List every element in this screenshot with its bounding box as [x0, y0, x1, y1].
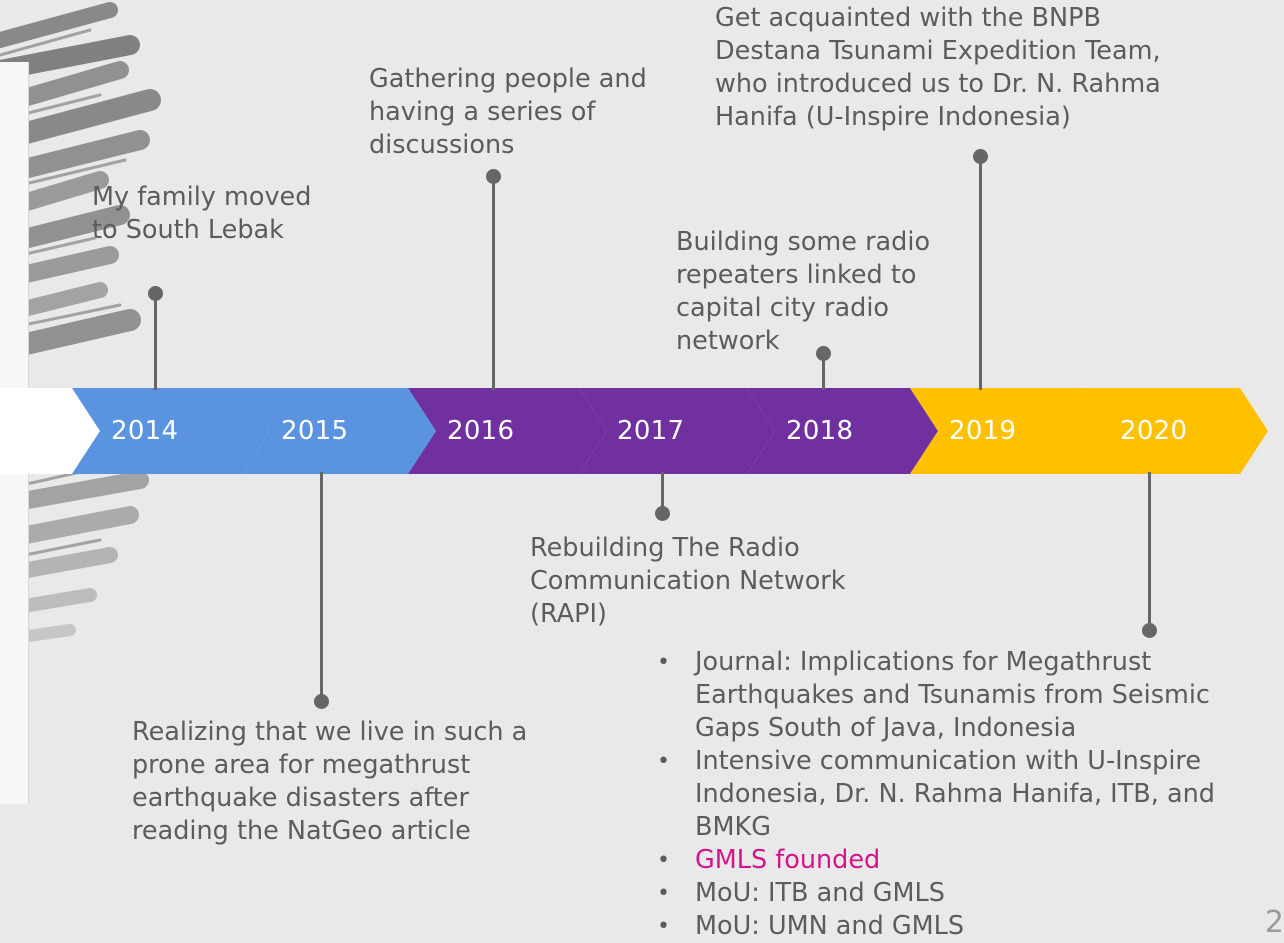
list-item: •MoU: UMN and GMLS [657, 911, 965, 941]
year-label-2018: 2018 [786, 416, 854, 446]
connector-2015 [320, 472, 323, 701]
connector-dot-2018 [816, 346, 831, 361]
event-note-2016: Gathering people and having a series of … [369, 64, 647, 160]
connector-dot-2015 [314, 694, 329, 709]
brush-stroke-decoration [0, 2, 161, 646]
connector-dot-2016 [486, 169, 501, 184]
connector-dot-2019 [973, 149, 988, 164]
year-label-2019: 2019 [949, 416, 1017, 446]
timeline-arrow-2020 [1081, 388, 1268, 474]
connector-2020 [1148, 472, 1151, 630]
list-item-text: MoU: ITB and GMLS [695, 878, 945, 908]
list-item: •Intensive communication with U-Inspire … [657, 746, 1215, 842]
year-label-2017: 2017 [617, 416, 685, 446]
connector-2017 [661, 472, 664, 513]
timeline-arrow-2016 [408, 388, 607, 474]
year-label-2015: 2015 [281, 416, 349, 446]
connector-dot-2020 [1142, 623, 1157, 638]
connector-2018 [822, 354, 825, 390]
event-note-2015: Realizing that we live in such a prone a… [132, 717, 528, 846]
timeline-arrow-2014 [72, 388, 270, 474]
connector-2014 [154, 294, 157, 390]
connector-2019 [979, 157, 982, 390]
year-label-2014: 2014 [111, 416, 179, 446]
event-note-2019: Get acquainted with the BNPB Destana Tsu… [715, 3, 1161, 132]
timeline-arrow-2018 [747, 388, 938, 474]
event-note-2018: Building some radio repeaters linked to … [676, 227, 931, 356]
connector-2016 [492, 177, 495, 390]
list-item-text: MoU: UMN and GMLS [695, 911, 965, 941]
year-label-2020: 2020 [1120, 416, 1188, 446]
timeline-arrow-2017 [579, 388, 775, 474]
list-item: •GMLS founded [657, 845, 881, 875]
timeline-arrow-2019 [910, 388, 1109, 474]
list-item-text: Journal: Implications for Megathrust Ear… [695, 647, 1210, 743]
list-item: •Journal: Implications for Megathrust Ea… [657, 647, 1210, 743]
event-note-2017: Rebuilding The Radio Communication Netwo… [530, 533, 846, 629]
list-item-text: Intensive communication with U-Inspire I… [695, 746, 1215, 842]
list-item: •MoU: ITB and GMLS [657, 878, 945, 908]
timeline-arrow-2015 [242, 388, 436, 474]
year-label-2016: 2016 [447, 416, 515, 446]
event-list-2020: •Journal: Implications for Megathrust Ea… [655, 646, 1276, 943]
event-note-2014: My family moved to South Lebak [92, 182, 312, 245]
connector-dot-2014 [148, 286, 163, 301]
connector-dot-2017 [655, 506, 670, 521]
list-item-text-highlight: GMLS founded [695, 845, 881, 875]
page-number: 2 [1264, 905, 1284, 940]
